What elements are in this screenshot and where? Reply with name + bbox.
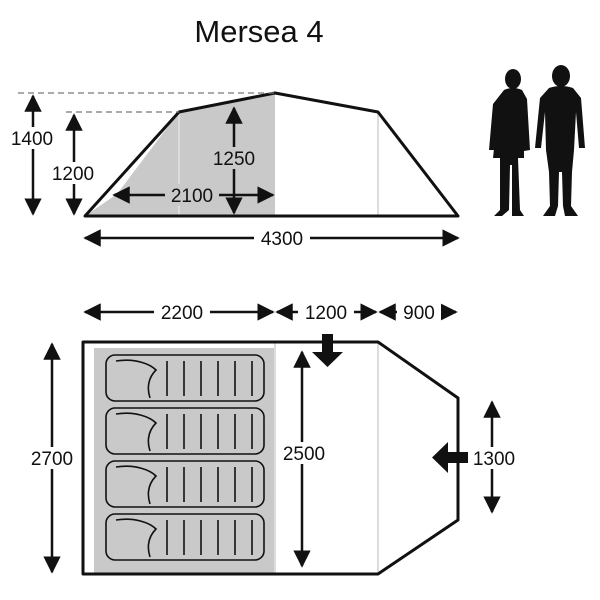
height-1250-label: 1250 <box>213 149 255 170</box>
sleeping-bag <box>105 354 265 402</box>
front-door-arrow-icon <box>432 442 468 473</box>
woman-silhouette <box>489 69 530 216</box>
plan-outline <box>81 340 460 576</box>
sleeping-bags <box>105 354 265 561</box>
sleeping-bag <box>105 407 265 455</box>
side-tent-outline <box>83 91 460 218</box>
height-1400-label: 1400 <box>11 129 53 150</box>
side-door-arrow-icon <box>312 334 343 367</box>
side-elevation: 1400 1200 1250 2100 4300 <box>6 91 460 250</box>
floor-plan: 2200 1200 900 2700 2500 1300 <box>24 301 522 576</box>
sleeping-bag <box>105 460 265 508</box>
length-1200-label: 1200 <box>305 303 347 324</box>
width-2500-label: 2500 <box>283 444 325 465</box>
length-900-label: 900 <box>403 303 435 324</box>
sleeping-bag <box>105 513 265 561</box>
people-silhouettes <box>489 65 585 216</box>
width-1300-label: 1300 <box>473 449 515 470</box>
length-4300-label: 4300 <box>261 229 303 250</box>
man-silhouette <box>535 65 585 216</box>
height-1200-label: 1200 <box>52 164 94 185</box>
width-2700-label: 2700 <box>31 449 73 470</box>
diagram-title: Mersea 4 <box>194 14 324 49</box>
length-2200-label: 2200 <box>161 303 203 324</box>
length-2100-label: 2100 <box>171 186 213 207</box>
